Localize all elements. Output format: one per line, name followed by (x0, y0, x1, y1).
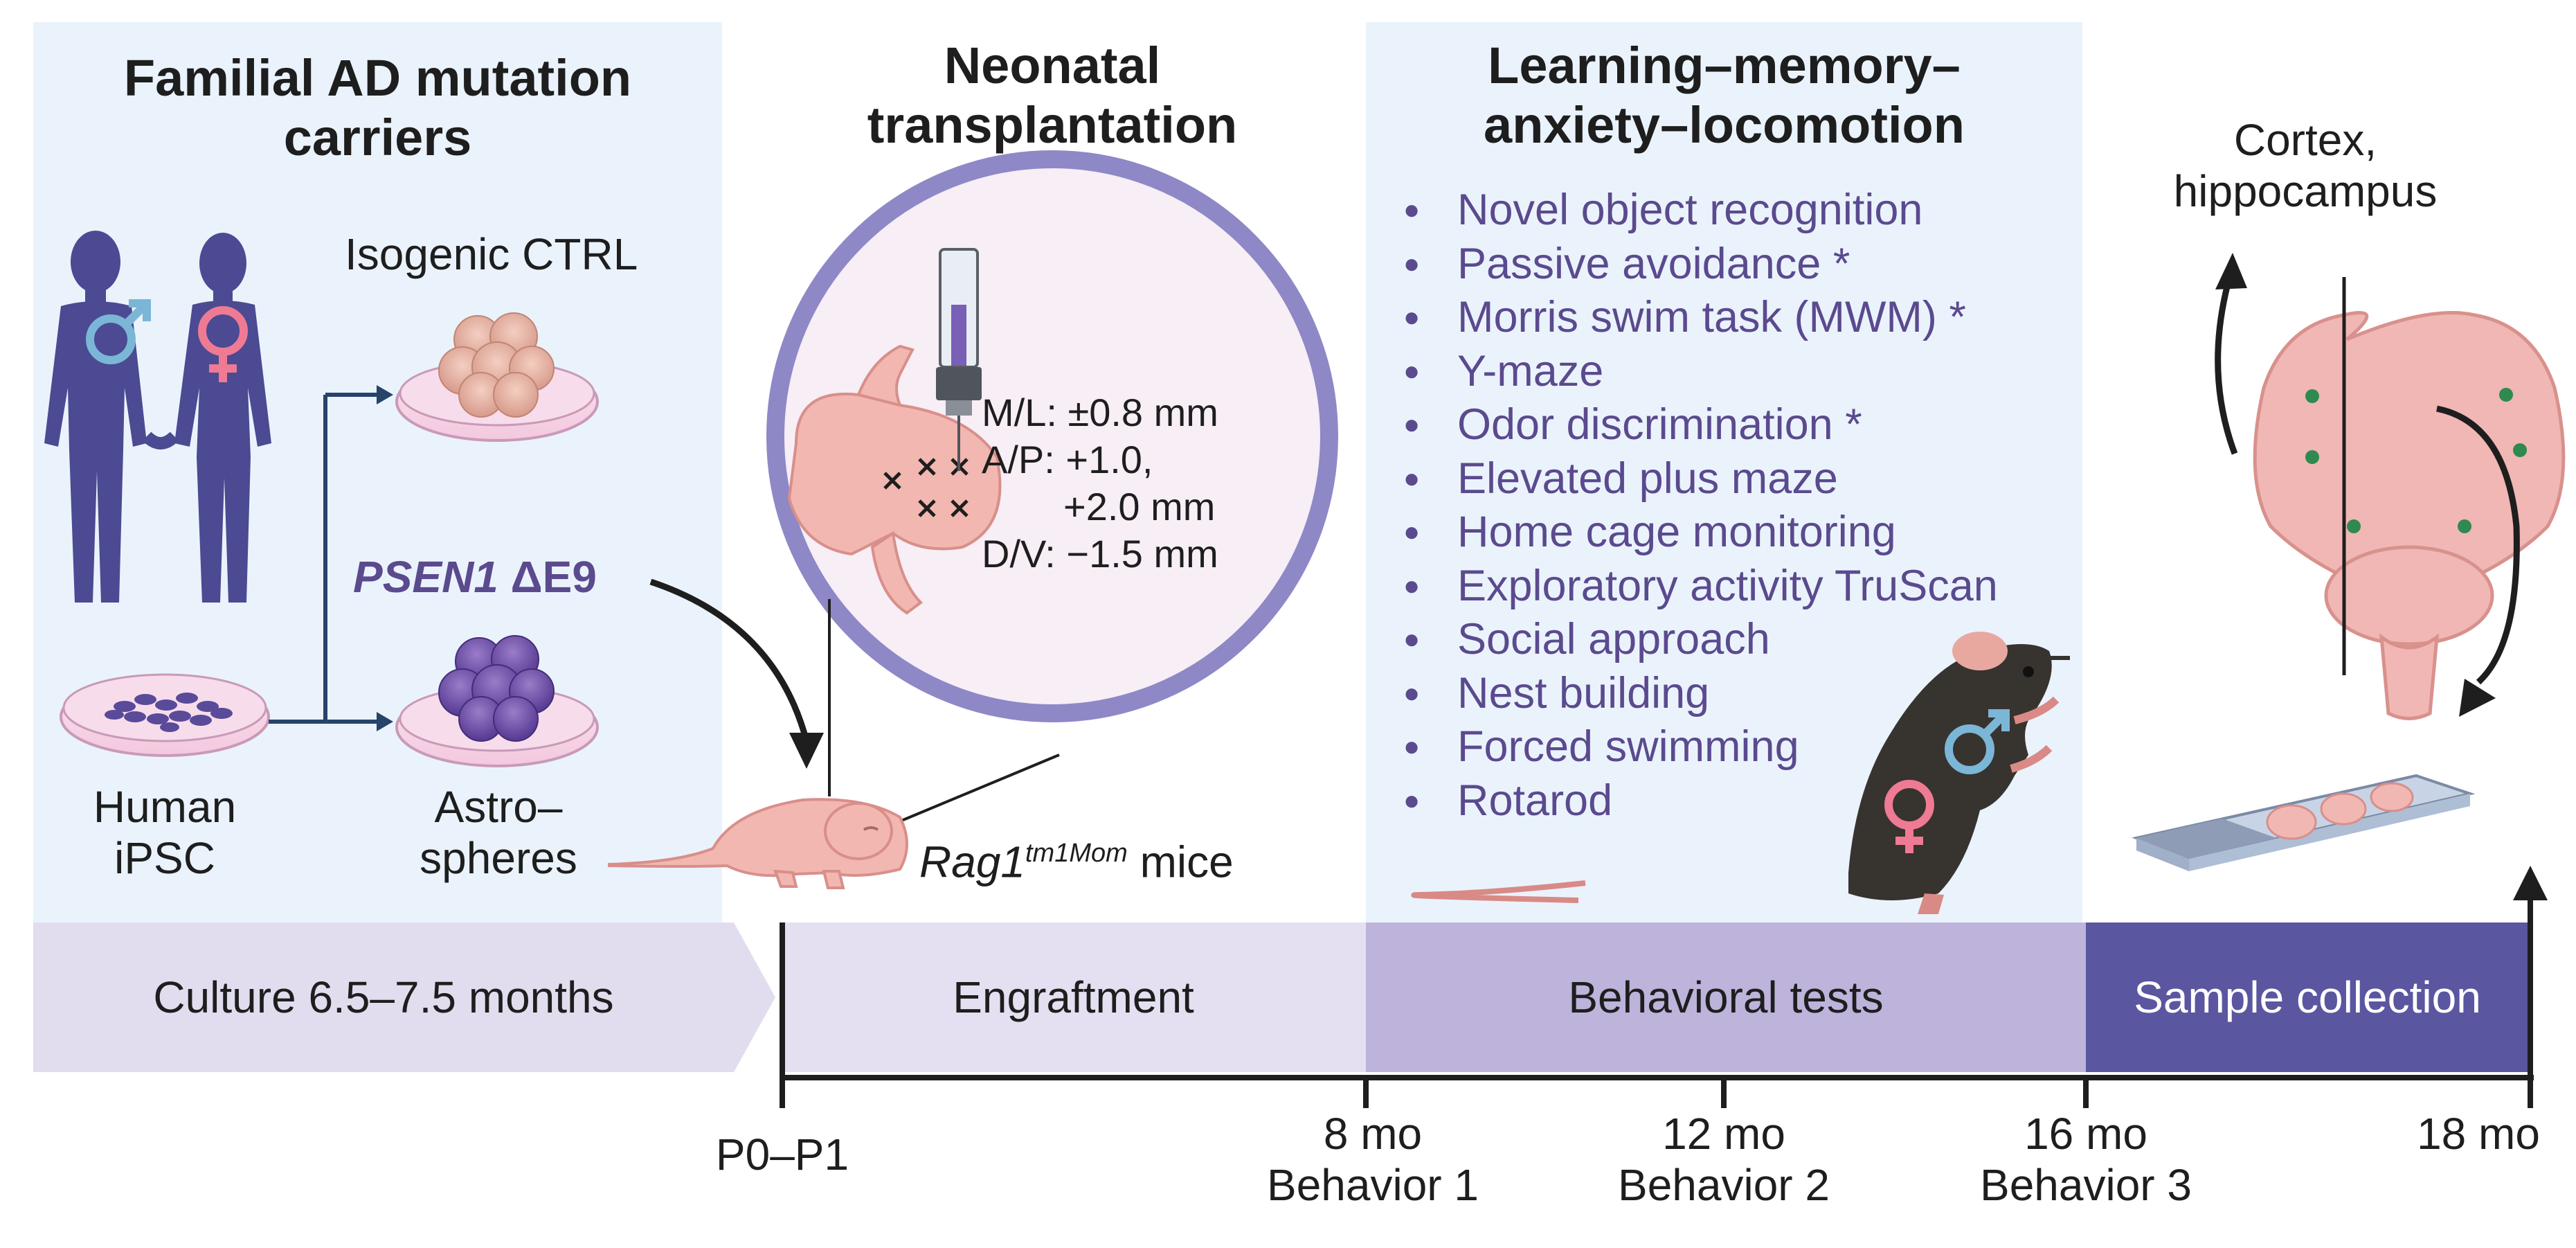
psen1-label: PSEN1 ΔE9 (353, 552, 597, 602)
hand-hold (142, 431, 179, 449)
test-item: Home cage monitoring (1388, 506, 1998, 560)
microscope-slide-icon (2132, 774, 2476, 871)
phase-engraftment-label: Engraftment (953, 972, 1194, 1022)
phase-sample-label: Sample collection (2134, 972, 2481, 1022)
test-item: Elevated plus maze (1388, 452, 1998, 506)
astrospheres-label: Astro– spheres (420, 782, 577, 883)
tick-label-p0: P0–P1 (715, 1130, 849, 1179)
test-item: Y-maze (1388, 345, 1998, 399)
zoom-line-right (892, 754, 1060, 826)
timeline-arrowhead (2513, 866, 2548, 900)
isogenic-ctrl-label: Isogenic CTRL (345, 229, 638, 279)
neonatal-pup-icon (608, 798, 908, 889)
tick-label-12mo: 12 mo Behavior 2 (1618, 1109, 1830, 1210)
branch-arrows (269, 393, 379, 724)
test-item: Novel object recognition (1388, 184, 1998, 238)
familial-title: Familial AD mutation carriers (123, 49, 632, 166)
test-item: Morris swim task (MWM) * (1388, 291, 1998, 345)
behavior-title: Learning–memory– anxiety–locomotion (1484, 37, 1965, 154)
rag1-mice-label: Rag1tm1Mom mice (919, 837, 1234, 887)
panel-familial-bg (33, 22, 722, 922)
arrow-to-slide (2436, 405, 2520, 685)
arrow-to-cortex (2215, 283, 2238, 455)
phase-culture-label: Culture 6.5–7.5 months (153, 972, 614, 1022)
female-symbol-icon (198, 306, 248, 382)
tick-label-8mo: 8 mo Behavior 1 (1267, 1109, 1479, 1210)
transplant-arrow (649, 578, 810, 742)
test-item: Forced swimming (1388, 720, 1998, 774)
male-symbol-icon (86, 299, 151, 364)
test-item: Rotarod (1388, 774, 1998, 828)
behavioral-test-list: Novel object recognition Passive avoidan… (1388, 184, 1998, 828)
engraftment-bar (781, 922, 1366, 1072)
stereotaxic-coordinates: M/L: ±0.8 mm A/P: +1.0, +2.0 mm D/V: −1.… (982, 391, 1218, 576)
phase-behavioral-label: Behavioral tests (1568, 972, 1884, 1022)
ctrl-spheroid-dish-icon (395, 312, 599, 442)
brain-icon (2253, 311, 2566, 720)
neonatal-title: Neonatal transplantation (867, 37, 1238, 154)
astrosphere-dish-icon (395, 635, 599, 767)
test-item: Exploratory activity TruScan (1388, 560, 1998, 614)
culture-bar (33, 922, 775, 1072)
pup-head-closeup-icon (787, 344, 1002, 615)
magnified-view-ring (766, 150, 1338, 722)
tick-label-18mo: 18 mo (2417, 1109, 2540, 1159)
male-figure-icon (44, 231, 147, 603)
mouse-tail (1411, 880, 1586, 903)
neuron-icons (2305, 388, 2527, 533)
behavioral-bar (1366, 922, 2086, 1072)
cortex-hippocampus-label: Cortex, hippocampus (2173, 115, 2438, 216)
ipsc-dish-icon (60, 673, 270, 757)
female-figure-icon (174, 233, 271, 603)
ipsc-label: Human iPSC (93, 782, 237, 883)
sample-bar (2086, 922, 2529, 1072)
test-item: Passive avoidance * (1388, 238, 1998, 292)
syringe-icon (936, 248, 982, 471)
test-item: Social approach (1388, 613, 1998, 667)
test-item: Odor discrimination * (1388, 398, 1998, 452)
tick-label-16mo: 16 mo Behavior 3 (1980, 1109, 2192, 1210)
test-item: Nest building (1388, 667, 1998, 721)
